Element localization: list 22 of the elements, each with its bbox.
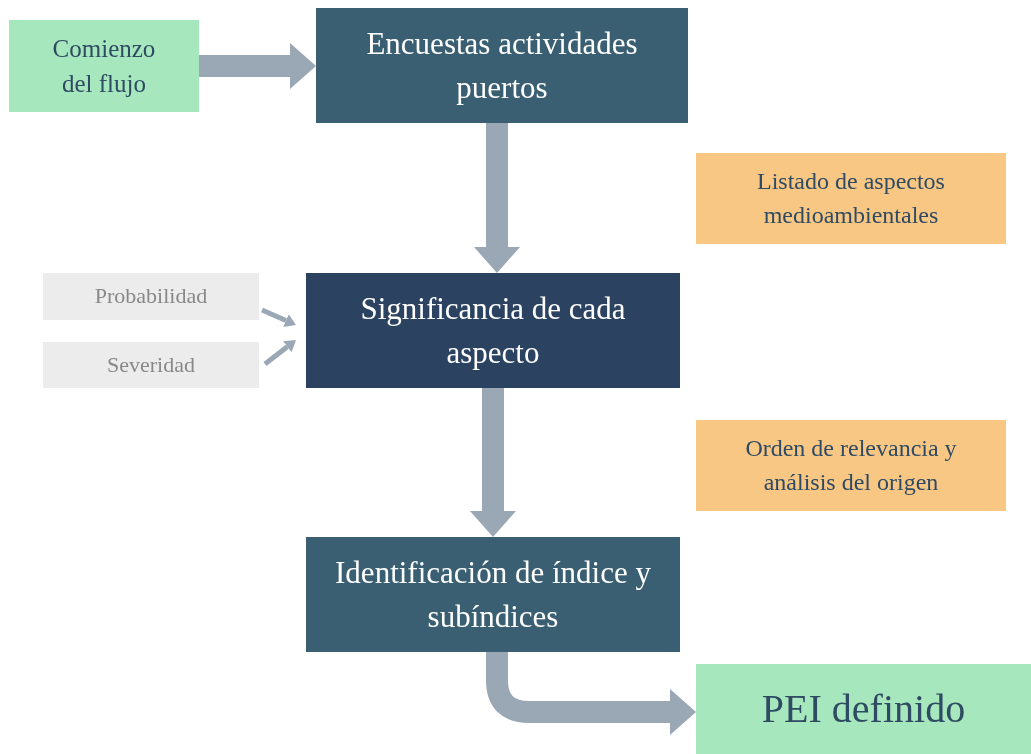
process-box — [316, 8, 688, 123]
box-label: Orden de relevancia y análisis del origen — [744, 433, 958, 497]
box-label: PEI definido — [761, 685, 966, 733]
arrow — [486, 652, 696, 735]
process-box — [306, 537, 680, 652]
box-label: Severidad — [107, 350, 195, 379]
process-box — [306, 273, 680, 388]
end-box — [696, 664, 1031, 754]
box-label: Encuestas actividades puertos — [365, 25, 639, 107]
note-box — [696, 153, 1006, 244]
box-label: Listado de aspectos medioambientales — [756, 166, 946, 230]
arrow — [199, 43, 316, 89]
arrow — [470, 388, 516, 537]
box-label: Identificación de índice y subíndices — [334, 554, 652, 636]
box-label: Probabilidad — [94, 282, 208, 311]
note-box — [696, 420, 1006, 511]
box-label: Comienzo del flujo — [51, 34, 157, 99]
arrow — [263, 340, 296, 366]
start-box — [9, 20, 199, 112]
arrow — [474, 123, 520, 273]
box-label: Significancia de cada aspecto — [359, 290, 627, 372]
arrow — [261, 307, 296, 327]
